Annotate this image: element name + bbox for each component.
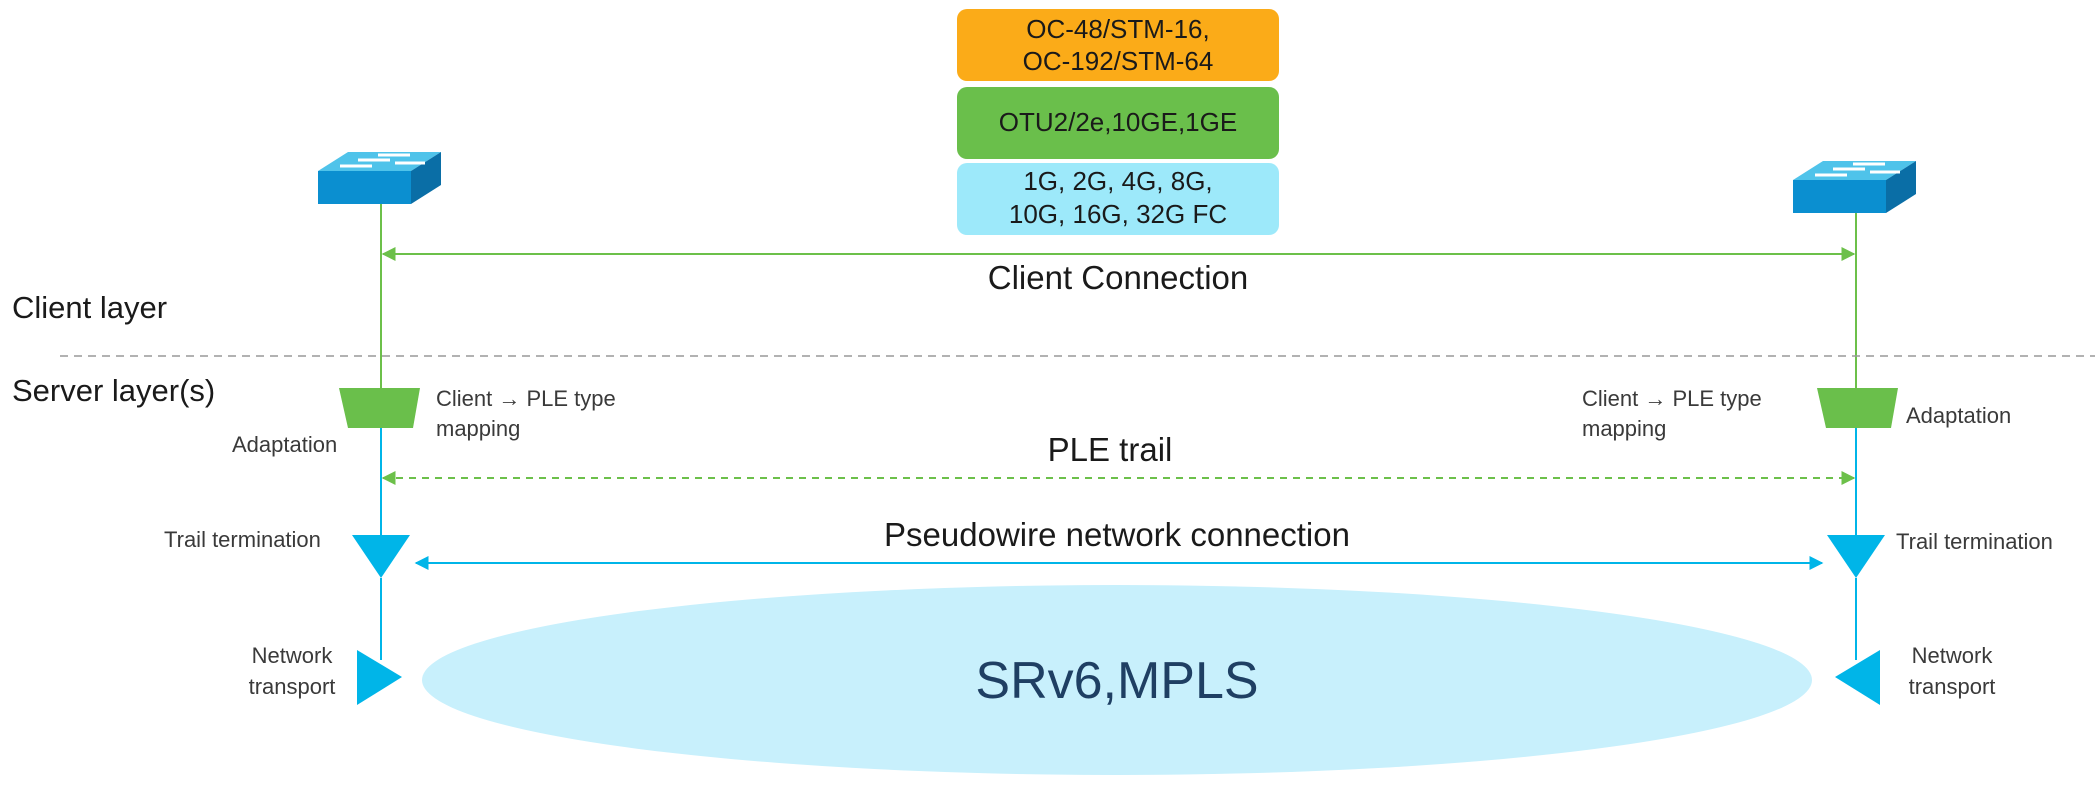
network-transport-label-right-1: Network: [1912, 643, 1994, 668]
trail-termination-label-right: Trail termination: [1896, 529, 2053, 554]
network-transport-label-left-1: Network: [252, 643, 334, 668]
network-transport-icon-right: [1835, 650, 1880, 705]
server-layer-label: Server layer(s): [12, 373, 215, 408]
mapping-label-right-2: mapping: [1582, 416, 1666, 441]
trail-termination-icon-right: [1827, 535, 1885, 578]
adaptation-label-right: Adaptation: [1906, 403, 2011, 428]
trail-termination-label-left: Trail termination: [164, 527, 321, 552]
client-layer-label: Client layer: [12, 290, 167, 325]
network-cloud: [422, 585, 1812, 775]
svg-text:10G, 16G, 32G FC: 10G, 16G, 32G FC: [1009, 199, 1227, 229]
adaptation-icon-left: [339, 388, 420, 428]
client-type-box-otn: OTU2/2e,10GE,1GE: [957, 87, 1279, 159]
network-transport-label-right-2: transport: [1909, 674, 1996, 699]
svg-text:1G, 2G, 4G, 8G,: 1G, 2G, 4G, 8G,: [1023, 166, 1212, 196]
svg-text:OTU2/2e,10GE,1GE: OTU2/2e,10GE,1GE: [999, 107, 1237, 137]
adaptation-label-left: Adaptation: [232, 432, 337, 457]
adaptation-icon-right: [1817, 388, 1898, 428]
client-type-box-fc: 1G, 2G, 4G, 8G, 10G, 16G, 32G FC: [957, 163, 1279, 235]
pseudowire-label: Pseudowire network connection: [884, 516, 1350, 553]
network-label: SRv6,MPLS: [975, 652, 1258, 710]
switch-icon-right: [1793, 161, 1916, 213]
svg-text:OC-48/STM-16,: OC-48/STM-16,: [1026, 14, 1210, 44]
trail-termination-icon-left: [352, 535, 410, 578]
client-connection-label: Client Connection: [988, 259, 1249, 296]
network-transport-label-left-2: transport: [249, 674, 336, 699]
mapping-label-left-1: Client → PLE type: [436, 386, 616, 411]
ple-trail-label: PLE trail: [1048, 431, 1173, 468]
mapping-label-left-2: mapping: [436, 416, 520, 441]
network-transport-icon-left: [357, 650, 402, 705]
mapping-label-right-1: Client → PLE type: [1582, 386, 1762, 411]
client-type-box-sonet: OC-48/STM-16, OC-192/STM-64: [957, 9, 1279, 81]
switch-icon-left: [318, 152, 441, 204]
svg-text:OC-192/STM-64: OC-192/STM-64: [1023, 46, 1214, 76]
